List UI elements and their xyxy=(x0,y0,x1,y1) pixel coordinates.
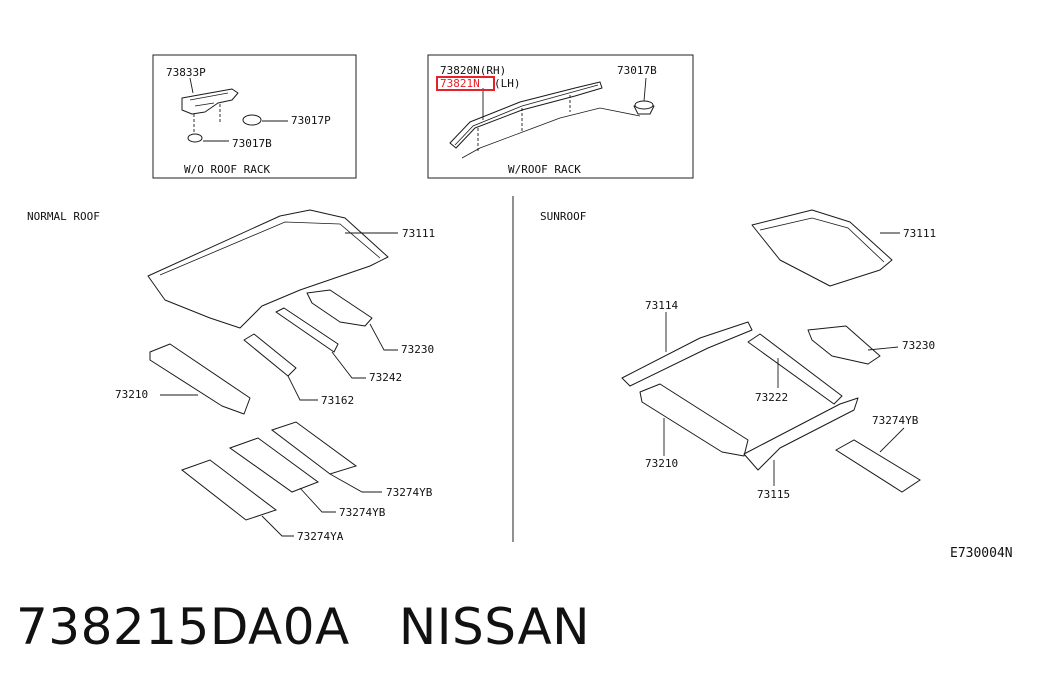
leader-73274yb-a xyxy=(329,473,382,493)
reinforcement-73230-b xyxy=(807,325,881,365)
reinforcement-73230 xyxy=(306,289,373,327)
roof-edge-line xyxy=(461,107,641,159)
brand-name: NISSAN xyxy=(398,598,591,656)
bow-73242 xyxy=(275,307,339,353)
clip-73017b xyxy=(187,133,203,143)
sunroof-section: SUNROOF 73111 73114 73230 73222 73274YB … xyxy=(540,209,936,501)
pad-73274ya xyxy=(180,459,278,521)
normal-roof-section: NORMAL ROOF 73111 73230 73242 73162 7321… xyxy=(27,209,435,543)
front-rail-73210-b xyxy=(639,383,749,457)
label-73242: 73242 xyxy=(369,371,402,384)
leader-73230-b xyxy=(867,346,899,351)
pad-73274yb-a xyxy=(270,421,358,475)
leader-73274ya xyxy=(261,515,294,537)
front-rail-73210 xyxy=(149,343,251,415)
label-73017b-b: 73017B xyxy=(617,64,657,77)
roof-panel-crease xyxy=(159,221,381,276)
label-73274yb-c: 73274YB xyxy=(872,414,919,427)
bracket-dash-lines xyxy=(193,104,221,132)
label-73210-b: 73210 xyxy=(645,457,678,470)
figure-code: E730004N xyxy=(950,546,1013,561)
roof-rail-73821n xyxy=(449,81,603,149)
caption-w-roof-rack: W/ROOF RACK xyxy=(508,163,581,176)
label-73111-a: 73111 xyxy=(402,227,435,240)
leader-73833p xyxy=(189,77,194,94)
label-73115: 73115 xyxy=(757,488,790,501)
label-73111-b: 73111 xyxy=(903,227,936,240)
leader-73230-a xyxy=(369,323,398,351)
sunroof-panel-73111 xyxy=(751,209,893,287)
label-73274yb-b: 73274YB xyxy=(339,506,386,519)
leader-73017b-b xyxy=(643,77,647,102)
leader-73274yb-c xyxy=(879,427,905,453)
highlight-box-73821n xyxy=(436,76,495,91)
leader-73162 xyxy=(287,375,318,401)
label-73017b-a: 73017B xyxy=(232,137,272,150)
clip-cap xyxy=(634,100,654,110)
heading-normal-roof: NORMAL ROOF xyxy=(27,210,100,223)
leader-73274yb-b xyxy=(299,487,336,513)
bow-73222 xyxy=(747,333,843,405)
rear-rail-73115 xyxy=(743,397,859,471)
pad-73274yb-b xyxy=(228,437,320,493)
part-number: 738215DA0A xyxy=(16,598,350,656)
label-73017p: 73017P xyxy=(291,114,331,127)
clip-73017p xyxy=(242,114,262,126)
rail-detail xyxy=(454,84,599,146)
rail-dash-lines xyxy=(477,95,571,152)
label-73274ya: 73274YA xyxy=(297,530,344,543)
label-73230-b: 73230 xyxy=(902,339,935,352)
label-73821n-highlighted: 73821N xyxy=(440,77,480,90)
label-73162: 73162 xyxy=(321,394,354,407)
label-73222: 73222 xyxy=(755,391,788,404)
roof-panel-73111 xyxy=(147,209,389,329)
inset-frame-rack xyxy=(427,54,694,179)
part-number-title: 738215DA0A NISSAN xyxy=(16,595,590,659)
caption-wo-roof-rack: W/O ROOF RACK xyxy=(184,163,270,176)
label-73274yb-a: 73274YB xyxy=(386,486,433,499)
rail-73162 xyxy=(243,333,297,377)
heading-sunroof: SUNROOF xyxy=(540,210,586,223)
label-lh: (LH) xyxy=(494,77,521,90)
label-73114: 73114 xyxy=(645,299,678,312)
inset-with-roof-rack: 73820N(RH) 73821N (LH) 73017B W/ROOF RAC… xyxy=(427,54,694,179)
inset-without-roof-rack: 73833P 73017P 73017B W/O ROOF RACK xyxy=(152,54,357,179)
label-73833p: 73833P xyxy=(166,66,206,79)
label-73210-a: 73210 xyxy=(115,388,148,401)
label-73230-a: 73230 xyxy=(401,343,434,356)
roof-rack-bracket xyxy=(181,88,239,115)
sunroof-panel-crease xyxy=(759,217,885,263)
inset-frame xyxy=(152,54,357,179)
side-rail-73114 xyxy=(621,321,753,387)
bracket-detail xyxy=(189,92,229,107)
pad-73274yb-c xyxy=(835,439,921,493)
label-73820n: 73820N(RH) xyxy=(440,64,506,77)
leader-73242 xyxy=(331,351,366,379)
